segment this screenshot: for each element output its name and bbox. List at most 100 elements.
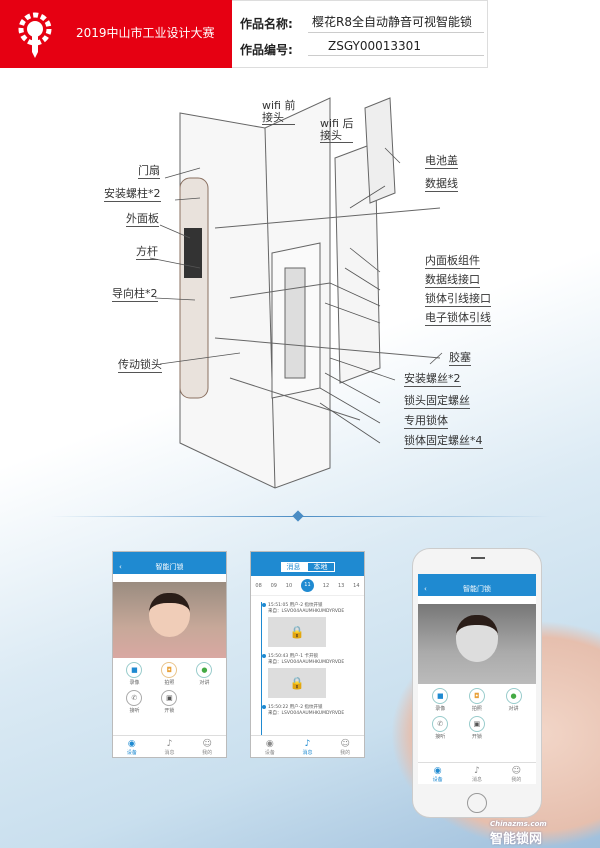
- talk-button[interactable]: ●对讲: [495, 688, 532, 713]
- date-item[interactable]: 13: [337, 582, 345, 589]
- action-grid: ■录像 ◘拍照 ●对讲 ✆接听 ▣开锁: [113, 658, 226, 718]
- label-guide-post: 导向柱*2: [112, 287, 158, 302]
- label-cylinder: 传动锁头: [118, 358, 162, 373]
- label-rubber-plug: 胶塞: [449, 351, 471, 366]
- label-door: 门扇: [138, 164, 160, 179]
- camera-icon: ◘: [468, 688, 485, 704]
- app-screen-video: ‹ 智能门锁 ■录像 ◘拍照 ●对讲 ✆接听 ▣开锁 ◉设备 ♪消息 ☺我的: [112, 551, 227, 758]
- nav-bar: ‹ 智能门锁: [113, 560, 226, 574]
- label-outer-panel: 外面板: [126, 212, 159, 227]
- app-screen-messages: 消息本地 08 09 10 11 12 13 14 15:51:05 用户-2 指纹开锁来自…: [250, 551, 365, 758]
- screen-title: 智能门锁: [463, 585, 491, 593]
- answer-button[interactable]: ✆接听: [117, 690, 152, 715]
- tab-device[interactable]: ◉设备: [113, 736, 151, 757]
- video-feed: [418, 604, 536, 684]
- label-spindle: 方杆: [136, 245, 158, 260]
- status-bar: [251, 552, 364, 560]
- label-mount-post: 安装螺柱*2: [104, 187, 161, 202]
- label-battery-cover: 电池盖: [425, 154, 458, 169]
- back-icon[interactable]: ‹: [119, 563, 122, 571]
- camera-icon: ◉: [127, 739, 136, 749]
- photo-button[interactable]: ◘拍照: [459, 688, 496, 713]
- competition-banner: 2019中山市工业设计大赛: [0, 0, 232, 68]
- label-mount-screw: 安装螺丝*2: [404, 372, 461, 387]
- tab-device[interactable]: ◉设备: [251, 736, 289, 757]
- app-screen-video-hand: ‹ 智能门锁 ■录像 ◘拍照 ●对讲 ✆接听 ▣开锁 ◉设备 ♪消息 ☺我的: [418, 574, 536, 784]
- answer-button[interactable]: ✆接听: [422, 716, 459, 741]
- tab-messages[interactable]: ♪消息: [289, 736, 327, 757]
- nav-bar: 消息本地: [251, 560, 364, 576]
- lock-icon: 🔒: [268, 617, 326, 647]
- tab-bar: ◉设备 ♪消息 ☺我的: [113, 735, 226, 757]
- label-lock-body: 专用锁体: [404, 414, 448, 429]
- date-item[interactable]: 08: [255, 582, 262, 589]
- tab-device[interactable]: ◉设备: [432, 766, 443, 783]
- date-item-selected[interactable]: 11: [300, 579, 314, 592]
- lock-icon: 🔒: [268, 668, 326, 698]
- status-bar: [113, 552, 226, 560]
- record-button[interactable]: ■录像: [422, 688, 459, 713]
- tab-messages[interactable]: ♪消息: [151, 736, 189, 757]
- video-icon: ■: [432, 688, 449, 704]
- label-electronic-lead: 电子锁体引线: [425, 311, 491, 326]
- name-row: 作品名称: 樱花R8全自动静音可视智能锁: [240, 15, 484, 33]
- event-item[interactable]: 15:51:05 用户-2 指纹开锁来自：LSVO04AAUMHKUMDYRVD…: [262, 602, 364, 647]
- date-picker: 08 09 10 11 12 13 14: [251, 576, 364, 596]
- label-cylinder-screw: 锁头固定螺丝: [404, 394, 470, 409]
- mic-icon: ●: [196, 662, 213, 678]
- tab-me[interactable]: ☺我的: [511, 766, 522, 783]
- user-icon: ☺: [202, 739, 212, 749]
- talk-button[interactable]: ●对讲: [187, 662, 222, 687]
- date-item[interactable]: 14: [353, 582, 360, 589]
- tab-local[interactable]: 本地: [306, 562, 335, 572]
- event-item[interactable]: 15:50:22 用户-2 指纹开锁来自：LSVO04AAUMHKUMDYRVD…: [262, 704, 364, 716]
- status-bar: [418, 574, 536, 582]
- entry-info: 作品名称: 樱花R8全自动静音可视智能锁 作品编号:ZSGY00013301: [232, 0, 488, 68]
- tab-messages[interactable]: ♪消息: [471, 766, 482, 783]
- battery-cover: [364, 97, 396, 204]
- photo-button[interactable]: ◘拍照: [152, 662, 187, 687]
- label-data-port: 数据线接口: [425, 273, 480, 288]
- name-value: 樱花R8全自动静音可视智能锁: [308, 13, 484, 33]
- back-icon[interactable]: ‹: [424, 585, 427, 593]
- label-wifi-rear: wifi 后 接头: [320, 117, 354, 143]
- id-row: 作品编号:ZSGY00013301: [240, 39, 484, 58]
- competition-title: 2019中山市工业设计大赛: [76, 26, 215, 40]
- phone-icon: ✆: [126, 690, 143, 706]
- event-item[interactable]: 15:50:43 用户-1 卡开锁来自：LSVO04AAUMHKUMDYRVDE…: [262, 653, 364, 698]
- tab-bar: ◉设备 ♪消息 ☺我的: [418, 762, 536, 784]
- label-lead-port: 锁体引线接口: [425, 292, 491, 307]
- unlock-button[interactable]: ▣开锁: [459, 716, 496, 741]
- date-item[interactable]: 12: [322, 582, 330, 589]
- video-feed: [113, 582, 226, 658]
- mic-icon: ●: [505, 688, 522, 704]
- unlock-button[interactable]: ▣开锁: [152, 690, 187, 715]
- outer-panel: [179, 177, 209, 399]
- label-wifi-front: wifi 前 接头: [262, 99, 296, 125]
- smartphone: ‹ 智能门锁 ■录像 ◘拍照 ●对讲 ✆接听 ▣开锁 ◉设备 ♪消息 ☺我的: [412, 548, 542, 818]
- gear-logo-icon: [18, 12, 52, 58]
- tab-me[interactable]: ☺我的: [188, 736, 226, 757]
- event-timeline: 15:51:05 用户-2 指纹开锁来自：LSVO04AAUMHKUMDYRVD…: [261, 602, 364, 738]
- screen-title: 智能门锁: [155, 563, 184, 571]
- label-inner-panel: 内面板组件: [425, 254, 480, 269]
- bell-icon: ♪: [166, 739, 173, 749]
- action-grid: ■录像 ◘拍照 ●对讲 ✆接听 ▣开锁: [418, 684, 536, 744]
- camera-icon: ◉: [265, 739, 274, 749]
- tab-messages[interactable]: 消息: [280, 562, 307, 572]
- bell-icon: ♪: [304, 739, 311, 749]
- date-item[interactable]: 09: [270, 582, 277, 589]
- name-label: 作品名称:: [240, 17, 293, 31]
- tab-me[interactable]: ☺我的: [326, 736, 364, 757]
- speaker: [471, 557, 485, 559]
- record-button[interactable]: ■录像: [117, 662, 152, 687]
- home-button[interactable]: [467, 793, 487, 813]
- user-icon: ☺: [340, 739, 350, 749]
- nav-bar: ‹ 智能门锁: [418, 582, 536, 596]
- label-lockbody-screw: 锁体固定螺丝*4: [404, 434, 483, 449]
- camera-icon: ◘: [161, 662, 178, 678]
- exploded-lock-diagram: [149, 97, 443, 489]
- lock-icon: ▣: [161, 690, 178, 706]
- phone-icon: ✆: [432, 716, 449, 732]
- date-item[interactable]: 10: [285, 582, 293, 589]
